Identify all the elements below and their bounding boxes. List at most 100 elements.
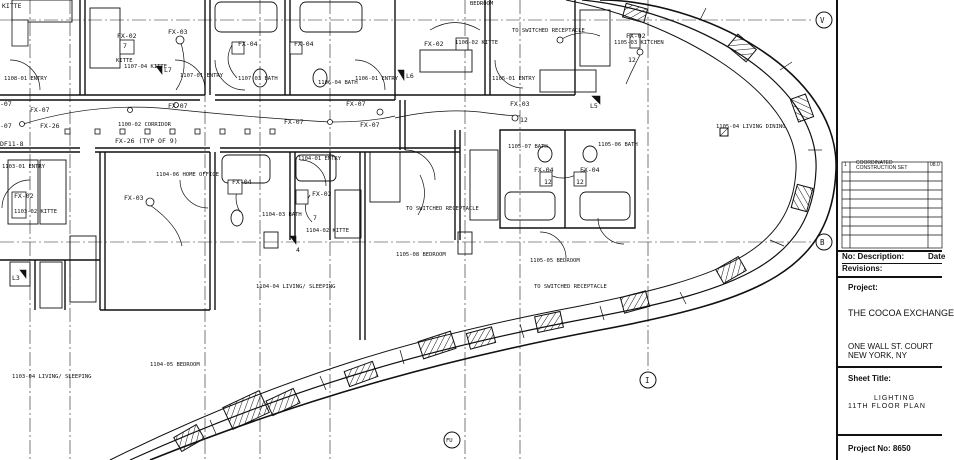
label-corridor: 1100-02 CORRIDOR (118, 122, 172, 128)
label-fx04-e: FX-04 (580, 166, 600, 174)
label-fx04-a: FX-04 (238, 40, 258, 48)
label-fx04-c: FX-04 (232, 178, 252, 186)
sheet-title-line-1: LIGHTING (874, 395, 916, 402)
label-fx02-d: FX-02 (14, 192, 34, 200)
door-swings (1, 59, 625, 259)
label-bath-1106-04: 1106-04 BATH (318, 80, 358, 86)
sheet-title-line-2: 11TH FLOOR PLAN (848, 403, 926, 410)
label-entry-1105-01: 1105-01 ENTRY (492, 76, 536, 82)
label-fx26-a: FX-26 (40, 122, 60, 130)
date-heading: Date (928, 252, 946, 261)
label-kitte-1103: 1103-02 KITTE (14, 209, 57, 215)
grid-label-i: I (645, 376, 650, 385)
label-n7-a: 7 (123, 42, 127, 50)
label-bath-1105-07: 1105-07 BATH (508, 144, 548, 150)
label-bath-1104-03: 1104-03 BATH (262, 212, 302, 218)
grid-bubble-fu: FU (443, 431, 461, 449)
label-l7: L7 (164, 66, 172, 74)
rev-number: 1 (844, 162, 847, 168)
label-fx07-a: FX-07 (168, 102, 188, 110)
label-home-office: 1104-06 HOME OFFICE (156, 172, 219, 178)
label-n12-a: 12 (628, 56, 636, 64)
label-entry-1103: 1103-01 ENTRY (2, 164, 46, 170)
rev-date: 08.0 (930, 162, 940, 168)
label-n07-a: -07 (0, 100, 12, 108)
grid-label-fu: FU (446, 438, 453, 444)
rev-description: COORDINATED CONSTRUCTION SET (856, 160, 908, 171)
revision-grid: 1 COORDINATED CONSTRUCTION SET 08.0 (841, 160, 943, 250)
label-n7-b: 7 (313, 214, 317, 222)
label-fx03-top: FX-03 (168, 28, 188, 36)
grid-bubble-v: V (815, 11, 833, 29)
label-fx04-d: FX-04 (534, 166, 554, 174)
project-address-1: ONE WALL ST. COURT (848, 342, 934, 351)
hatched-columns (173, 2, 815, 453)
label-switched-3: TO SWITCHED RECEPTACLE (534, 284, 607, 290)
label-living-sleeping-1103: 1103-04 LIVING/ SLEEPING (12, 374, 91, 380)
label-bedroom-1105-08: 1105-08 BEDROOM (396, 252, 446, 258)
project-name: THE COCOA EXCHANGE (848, 308, 954, 318)
label-fx07-b: FX-07 (284, 118, 304, 126)
label-living-dining: 1105-04 LIVING DINING (716, 124, 786, 130)
corridor-fixtures (19, 35, 644, 207)
label-fx03-c: FX-03 (124, 194, 144, 202)
label-living-sleeping-1104: 1104-04 LIVING/ SLEEPING (256, 284, 335, 290)
no-description-heading: No: Description: (842, 252, 905, 261)
panel-tags (19, 65, 601, 279)
label-fx07-d: FX-07 (360, 121, 380, 129)
label-entry-1107: 1107-01 ENTRY (180, 73, 224, 79)
project-label: Project: (848, 283, 878, 292)
interior-walls (0, 0, 636, 340)
label-l6: L6 (406, 72, 414, 80)
label-fx02-a: FX-02 (117, 32, 137, 40)
label-fx03-b: FX-03 (510, 100, 530, 108)
label-fx04-b: FX-04 (294, 40, 314, 48)
window-mullion-ticks (209, 7, 822, 435)
label-switched-2: TO SWITCHED RECEPTACLE (406, 206, 479, 212)
revision-grid-lines (841, 161, 943, 249)
grid-lines (0, 0, 812, 460)
plumbing-fixtures (7, 0, 631, 309)
label-fx02-c: FX-02 (626, 32, 646, 40)
project-number: Project No: 8650 (848, 444, 911, 453)
label-l3: L3 (12, 274, 20, 282)
fixture-symbols (11, 19, 641, 219)
grid-label-v: V (820, 16, 825, 25)
label-n07-b: -07 (0, 122, 12, 130)
grid-bubble-i: I (639, 371, 657, 389)
label-switched-1: TO SWITCHED RECEPTACLE (512, 28, 585, 34)
label-kitte-top: KITTE (2, 2, 22, 10)
label-kitte-1106-02: 1106-02 KITTE (455, 40, 498, 46)
label-fx07-e: FX-07 (30, 106, 50, 114)
project-address-2: NEW YORK, NY (848, 351, 907, 360)
label-n4: 4 (296, 246, 300, 254)
sheet-title-label: Sheet Title: (848, 374, 891, 383)
label-kitchen-1105-03: 1105-03 KITCHEN (614, 40, 664, 46)
label-entry-1106: 1106-01 ENTRY (355, 76, 399, 82)
label-fx02-b: FX-02 (424, 40, 444, 48)
label-n12-b: 12 (520, 116, 528, 124)
label-df11: DF11-8 (0, 140, 24, 148)
label-l5: L5 (590, 102, 598, 110)
label-kitte-1107-04: 1107-04 KITTE (124, 64, 167, 70)
grid-bubble-b: B (815, 233, 833, 251)
label-bath-1107-03: 1107-03 BATH (238, 76, 278, 82)
label-bath-1105-06: 1105-06 BATH (598, 142, 638, 148)
label-kitte-1104: 1104-02 KITTE (306, 228, 349, 234)
label-fx02-e: FX-02 (312, 190, 332, 198)
label-fx26-typ: FX-26 (TYP OF 9) (115, 137, 178, 145)
room-labels: KITTE FX-02 KITTE 7 FX-03 FX-04 FX-04 11… (0, 1, 786, 380)
label-bedroom-top: BEDROOM (470, 1, 494, 7)
label-n12-c: 12 (544, 178, 552, 186)
grid-label-b: B (820, 238, 825, 247)
title-block: 1 COORDINATED CONSTRUCTION SET 08.0 No: … (836, 0, 954, 460)
label-kitte-a: KITTE (116, 58, 133, 64)
label-fx07-c: FX-07 (346, 100, 366, 108)
floor-plan-drawing: V B I FU (0, 0, 837, 460)
label-n12-d: 12 (576, 178, 584, 186)
label-entry-1104: 1104-01 ENTRY (298, 156, 342, 162)
label-entry-1108: 1108-01 ENTRY (4, 76, 48, 82)
label-bedroom-1104-05: 1104-05 BEDROOM (150, 362, 200, 368)
label-bedroom-1105-05: 1105-05 BEDROOM (530, 258, 580, 264)
revisions-heading: Revisions: (842, 264, 883, 273)
